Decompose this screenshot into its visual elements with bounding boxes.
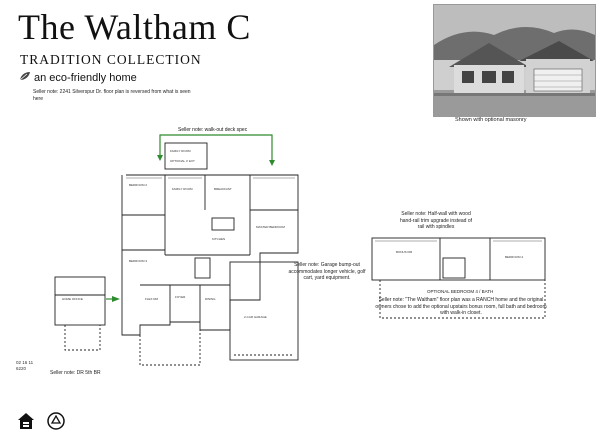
equal-housing-icon [15, 410, 37, 432]
room-label-bedroom4: BEDROOM 4 [505, 255, 523, 259]
room-label-bedroom2: BEDROOM 2 [129, 183, 147, 187]
eco-tagline-row: an eco-friendly home [19, 71, 137, 84]
room-label-home-office: HOME OFFICE [62, 297, 83, 301]
logo-row [15, 410, 67, 432]
seller-note-top: Seller note: 2241 Silverspur Dr. floor p… [33, 89, 191, 102]
leaf-icon [19, 71, 31, 84]
halfwall-note: Seller note: Half-wall with wood hand-ra… [400, 211, 472, 230]
garage-note: Seller note: Garage bump-out accommodate… [288, 262, 366, 281]
deck-note: Seller note: walk-out deck spec [178, 127, 248, 133]
eco-tagline: an eco-friendly home [34, 71, 137, 84]
room-label-family: FAMILY ROOM [172, 187, 193, 191]
room-label-dining: DINING [205, 297, 216, 301]
ranch-note: Seller note: "The Waltham" floor plan wa… [375, 297, 547, 316]
room-label-kitchen: KITCHEN [212, 237, 225, 241]
house-photo [433, 4, 596, 117]
office-note: Seller note: DR 5th BR [50, 370, 101, 376]
room-label-optional: OPTIONAL 4' EXT [170, 159, 195, 163]
loft-title: OPTIONAL BEDROOM 4 / BATH [427, 289, 494, 294]
room-label-foyer: FOYER [175, 295, 186, 299]
recycle-icon [45, 410, 67, 432]
room-label-breakfast: BREAKFAST [214, 187, 232, 191]
room-label-bedroom3: BEDROOM 3 [129, 259, 147, 263]
room-label-family-top: FAMILY ROOM [170, 149, 191, 153]
photo-caption: Shown with optional masonry [455, 117, 527, 123]
page-title: The Waltham C [18, 7, 251, 47]
plan-code: 02 16 11 6220 [16, 360, 34, 371]
collection-name: TRADITION COLLECTION [20, 52, 202, 67]
room-label-flex: FLEX RM [145, 297, 159, 301]
room-label-master: MASTER BEDROOM [256, 225, 285, 229]
room-label-bonus: BONUS RM [396, 250, 413, 254]
room-label-garage: 2-CAR GARAGE [244, 315, 267, 319]
